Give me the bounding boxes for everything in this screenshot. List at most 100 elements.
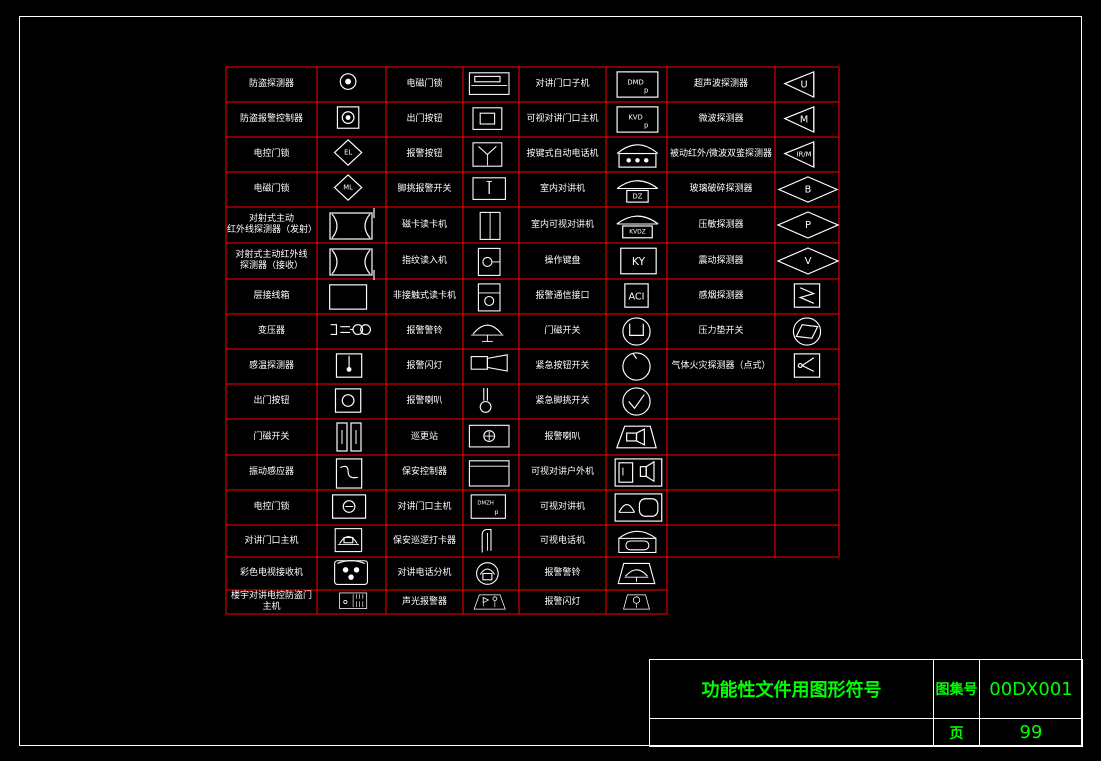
alarm-flash-icon bbox=[464, 350, 518, 383]
symbol-label: 出门按钮 bbox=[253, 396, 290, 406]
glass-break-detector-icon: B bbox=[776, 173, 839, 206]
indoor-video-intercom-icon: KVDZ bbox=[607, 208, 666, 242]
magnetic-lock-icon bbox=[464, 68, 518, 101]
symbol-label: 压敏探测器 bbox=[698, 219, 744, 230]
emergency-button-icon bbox=[607, 350, 666, 383]
vibration-detector-icon: V bbox=[776, 244, 840, 278]
symbol-label: 对讲电话分机 bbox=[397, 568, 452, 578]
pressure-mat-icon bbox=[776, 315, 838, 348]
symbol-label: 操作键盘 bbox=[544, 255, 581, 266]
contactless-reader-icon bbox=[464, 280, 518, 313]
indoor-intercom-icon: DZ bbox=[607, 173, 666, 206]
microwave-detector-icon: M bbox=[776, 103, 838, 136]
symbol-label: 感烟探测器 bbox=[698, 291, 744, 301]
symbol-label: 可视电话机 bbox=[539, 535, 585, 546]
intercom-extension-icon bbox=[464, 558, 518, 589]
symbol-label: 压力垫开关 bbox=[698, 326, 744, 336]
atlas-label: 图集号 bbox=[935, 682, 978, 698]
diamond-el-icon: EL bbox=[318, 138, 385, 171]
ultrasonic-detector-icon: U bbox=[776, 68, 838, 101]
symbol-label: 防盗探测器 bbox=[248, 79, 294, 89]
svg-text:p: p bbox=[494, 509, 498, 516]
symbol-label: 报警通信接口 bbox=[535, 291, 590, 301]
svg-text:B: B bbox=[805, 185, 812, 196]
symbol-label: 报警喇叭 bbox=[544, 431, 581, 442]
intercom-door-unit-icon bbox=[318, 526, 385, 556]
svg-text:DMD: DMD bbox=[627, 79, 643, 87]
symbol-label: 可视对讲机 bbox=[539, 502, 585, 512]
page-label: 页 bbox=[949, 725, 964, 742]
symbol-label: 紧急按钮开关 bbox=[535, 361, 590, 371]
symbol-label: 紧急脚挑开关 bbox=[535, 396, 590, 406]
symbol-label: 彩色电视接收机 bbox=[239, 568, 303, 578]
foot-alarm-switch-icon bbox=[464, 173, 518, 206]
svg-text:ML: ML bbox=[343, 184, 353, 192]
symbol-label: 保安控制器 bbox=[401, 467, 447, 477]
symbol-label: 防盗报警控制器 bbox=[239, 114, 303, 124]
symbol-label: 门磁开关 bbox=[544, 326, 581, 336]
symbol-label: 非接触式读卡机 bbox=[392, 291, 456, 301]
card-reader-icon bbox=[464, 208, 518, 242]
heat-detector-icon bbox=[318, 350, 385, 383]
symbol-label: 报警按钮 bbox=[406, 149, 443, 159]
symbol-label: 振动感应器 bbox=[248, 467, 294, 477]
symbol-label: 门磁开关 bbox=[253, 431, 290, 442]
transformer-icon bbox=[318, 315, 385, 348]
symbol-label: 巡更站 bbox=[410, 431, 438, 442]
symbol-label: 脚挑报警开关 bbox=[397, 184, 452, 194]
security-controller-icon bbox=[464, 456, 518, 489]
symbol-label: 对讲门口子机 bbox=[535, 79, 590, 89]
svg-text:V: V bbox=[805, 256, 812, 267]
atlas-number: 00DX001 bbox=[989, 678, 1073, 700]
svg-text:EL: EL bbox=[344, 149, 352, 157]
gas-fire-detector-icon bbox=[776, 350, 838, 383]
patrol-clock-icon bbox=[464, 526, 518, 556]
symbol-label: 对射式主动 红外线探测器（发射） bbox=[227, 214, 318, 235]
svg-text:p: p bbox=[644, 86, 648, 94]
svg-text:KY: KY bbox=[632, 255, 646, 268]
symbol-label: 电磁门锁 bbox=[253, 184, 290, 194]
dual-tech-detector-icon: IR/M bbox=[776, 138, 838, 171]
symbol-label: 对讲门口主机 bbox=[397, 502, 452, 512]
smoke-detector-icon bbox=[776, 280, 838, 313]
emergency-foot-switch-icon bbox=[607, 385, 666, 418]
svg-text:ACI: ACI bbox=[628, 292, 644, 303]
symbol-label: 报警喇叭 bbox=[406, 396, 443, 406]
alarm-bell-icon bbox=[464, 315, 518, 348]
symbol-label: 保安巡逻打卡器 bbox=[392, 535, 456, 546]
svg-text:M: M bbox=[800, 115, 808, 126]
exit-button-square-icon bbox=[464, 103, 518, 136]
page-number: 99 bbox=[1019, 722, 1043, 743]
page-no-cell bbox=[979, 718, 1083, 747]
symbol-label: 声光报警器 bbox=[401, 596, 447, 607]
video-phone-icon bbox=[607, 526, 666, 556]
electric-lock-box-icon bbox=[318, 491, 385, 524]
svg-text:DZ: DZ bbox=[633, 192, 643, 200]
symbol-label: 微波探测器 bbox=[698, 114, 744, 124]
svg-text:p: p bbox=[644, 121, 648, 129]
video-outdoor-unit-icon bbox=[607, 456, 666, 489]
symbol-label: 变压器 bbox=[257, 326, 285, 336]
alarm-comm-interface-icon: ACI bbox=[607, 280, 666, 313]
symbol-label: 玻璃破碎探测器 bbox=[689, 184, 753, 194]
symbol-label: 指纹读入机 bbox=[401, 255, 447, 266]
square-circle-dot-icon bbox=[318, 103, 385, 136]
alarm-horn-icon bbox=[464, 385, 518, 418]
symbol-label: 室内对讲机 bbox=[539, 184, 585, 194]
drawing-frame bbox=[19, 16, 1082, 746]
symbol-label: 气体火灾探测器（点式） bbox=[671, 361, 771, 371]
door-switch-u-icon bbox=[607, 315, 666, 348]
symbol-label: 报警警铃 bbox=[544, 568, 581, 578]
symbol-label: 超声波探测器 bbox=[693, 79, 748, 89]
symbol-label: 出门按钮 bbox=[406, 114, 443, 124]
infrared-receiver-icon bbox=[318, 244, 385, 280]
svg-text:KVD: KVD bbox=[628, 114, 642, 122]
alarm-bell-box-icon bbox=[607, 558, 666, 589]
exit-button-icon bbox=[318, 385, 385, 418]
alarm-flash-box-icon bbox=[607, 591, 666, 613]
audio-visual-alarm-icon bbox=[464, 591, 518, 613]
junction-box-icon bbox=[318, 280, 385, 313]
symbol-label: 被动红外/微波双鉴探测器 bbox=[669, 149, 773, 159]
